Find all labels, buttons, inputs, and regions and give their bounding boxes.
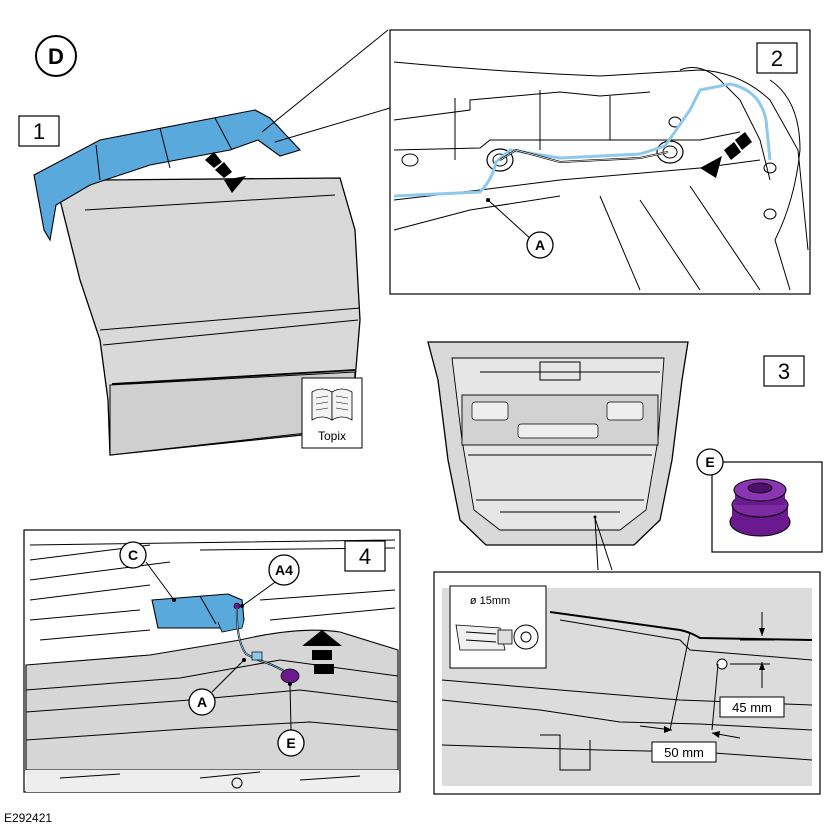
blue-cable bbox=[393, 82, 772, 198]
step3-number-box bbox=[763, 355, 805, 387]
grommet-installed bbox=[280, 668, 300, 684]
panel4-direction-arrow bbox=[302, 630, 342, 674]
book-label: Topix bbox=[318, 429, 346, 443]
svg-text:A: A bbox=[197, 694, 207, 710]
svg-text:E: E bbox=[286, 735, 295, 751]
callout-e-panel4 bbox=[277, 729, 305, 757]
panel-2-wiring-detail: A 2 bbox=[389, 29, 811, 295]
svg-text:A: A bbox=[535, 237, 545, 253]
panel-4-camera-install: C A4 A E 4 bbox=[23, 529, 401, 793]
drilling-detail-panel: ø 15mm 45 mm 50 mm bbox=[433, 571, 821, 795]
svg-text:2: 2 bbox=[771, 46, 783, 71]
panel2-direction-arrow bbox=[700, 132, 752, 178]
step4-number-box bbox=[344, 540, 386, 572]
grommet-inset: E bbox=[696, 448, 823, 553]
svg-text:3: 3 bbox=[778, 359, 790, 384]
svg-text:4: 4 bbox=[359, 544, 371, 569]
svg-text:C: C bbox=[128, 547, 138, 563]
section-badge-label: D bbox=[48, 44, 64, 69]
spoiler-part bbox=[33, 109, 302, 242]
dimension-45-box bbox=[719, 696, 785, 718]
dimension-50-label: 50 mm bbox=[664, 745, 704, 760]
step1-number-box: 1 bbox=[18, 115, 60, 147]
section-badge: D bbox=[35, 35, 77, 77]
topix-manual-reference: Topix bbox=[301, 377, 363, 449]
svg-text:E: E bbox=[705, 454, 714, 470]
book-icon bbox=[311, 388, 333, 421]
callout-e-inset bbox=[696, 448, 724, 476]
drill-size-label: ø 15mm bbox=[470, 595, 510, 607]
step3-tailgate-inner bbox=[427, 341, 689, 546]
drill-leader bbox=[594, 517, 613, 571]
svg-text:1: 1 bbox=[33, 119, 45, 144]
detail-leader-lines bbox=[261, 29, 391, 143]
callout-a4 bbox=[268, 554, 300, 586]
step2-number-box bbox=[756, 42, 798, 74]
svg-text:A4: A4 bbox=[275, 562, 293, 578]
callout-a-panel2 bbox=[526, 231, 554, 259]
dimension-50-box bbox=[651, 741, 717, 763]
dimension-45-label: 45 mm bbox=[732, 700, 772, 715]
step1-direction-arrow bbox=[205, 152, 246, 193]
callout-c bbox=[119, 541, 147, 569]
callout-a-panel4 bbox=[188, 688, 216, 716]
camera-unit bbox=[151, 593, 245, 633]
hole-saw-drill-icon bbox=[455, 624, 539, 651]
figure-reference-code: E292421 bbox=[4, 811, 52, 825]
